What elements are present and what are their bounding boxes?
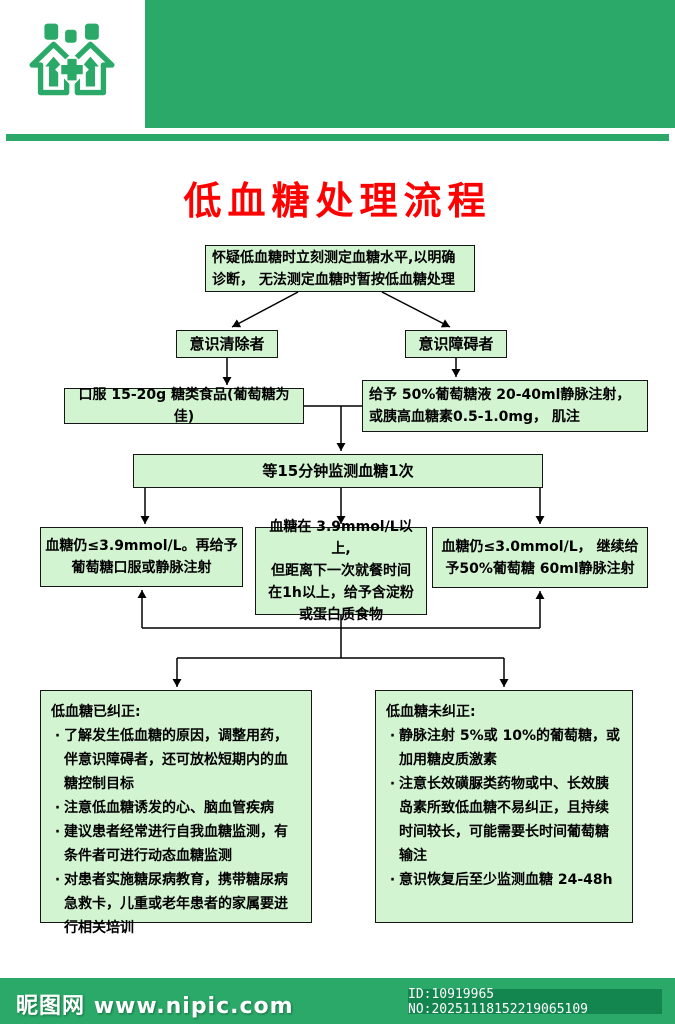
- site-name: 昵图网: [16, 994, 86, 1019]
- box-result-above-threshold-text: 血糖在 3.9mmol/L以上, 但距离下一次就餐时间 在1h以上，给予含淀粉 …: [268, 519, 414, 623]
- header-divider-strip: [6, 134, 669, 141]
- box-result-severe-low-text: 血糖仍≤3.0mmol/L， 继续给 予50%葡萄糖 60ml静脉注射: [441, 538, 639, 577]
- bullet-text: 注意低血糖诱发的心、脑血管疾病: [64, 800, 274, 816]
- box-conscious-text: 意识清除者: [189, 335, 265, 353]
- community-health-logo-icon: [29, 23, 115, 96]
- box-result-still-low: 血糖仍≤3.9mmol/L。再给予 葡萄糖口服或静脉注射: [40, 527, 243, 587]
- box-oral-sugar: 口服 15-20g 糖类食品(葡萄糖为佳): [64, 387, 304, 425]
- box-conscious: 意识清除者: [176, 330, 278, 358]
- box-monitor-text: 等15分钟监测血糖1次: [262, 462, 414, 480]
- bullet-item: · 了解发生低血糖的原因，调整用药，伴意识障碍者，还可放松短期内的血糖控制目标: [51, 724, 301, 796]
- header-green-banner: [145, 0, 675, 128]
- connector-suspect-to-conscious: [231, 291, 299, 328]
- bullet-item: · 静脉注射 5%或 10%的葡萄糖，或加用糖皮质激素: [386, 724, 622, 772]
- box-suspect-hypoglycemia: 怀疑低血糖时立刻测定血糖水平,以明确 诊断， 无法测定血糖时暂按低血糖处理: [205, 245, 475, 292]
- logo-panel: [0, 0, 145, 130]
- site-brand: 昵图网 www.nipic.com: [16, 988, 294, 1020]
- bullet-dot-icon: ·: [389, 728, 396, 744]
- bullet-item: · 建议患者经常进行自我血糖监测，有条件者可进行动态血糖监测: [51, 820, 301, 868]
- box-hypoglycemia-uncorrected: 低血糖未纠正: · 静脉注射 5%或 10%的葡萄糖，或加用糖皮质激素 · 注意…: [375, 690, 633, 923]
- uncorrected-title: 低血糖未纠正:: [386, 704, 476, 720]
- site-url: www.nipic.com: [93, 994, 294, 1019]
- bullet-item: · 意识恢复后至少监测血糖 24-48h: [386, 868, 622, 892]
- bullet-dot-icon: ·: [54, 728, 61, 744]
- bullet-item: · 注意长效磺脲类药物或中、长效胰岛素所致低血糖不易纠正，且持续时间较长，可能需…: [386, 772, 622, 868]
- bullet-text: 建议患者经常进行自我血糖监测，有条件者可进行动态血糖监测: [64, 824, 288, 864]
- corrected-title: 低血糖已纠正:: [51, 704, 141, 720]
- box-result-above-threshold: 血糖在 3.9mmol/L以上, 但距离下一次就餐时间 在1h以上，给予含淀粉 …: [255, 519, 427, 623]
- corrected-bullet-list: · 了解发生低血糖的原因，调整用药，伴意识障碍者，还可放松短期内的血糖控制目标 …: [51, 724, 301, 940]
- box-result-still-low-text: 血糖仍≤3.9mmol/L。再给予 葡萄糖口服或静脉注射: [45, 538, 238, 576]
- box-oral-sugar-text: 口服 15-20g 糖类食品(葡萄糖为佳): [78, 387, 290, 425]
- box-result-severe-low: 血糖仍≤3.0mmol/L， 继续给 予50%葡萄糖 60ml静脉注射: [432, 527, 648, 588]
- box-suspect-text: 怀疑低血糖时立刻测定血糖水平,以明确 诊断， 无法测定血糖时暂按低血糖处理: [212, 249, 456, 288]
- bullet-text: 注意长效磺脲类药物或中、长效胰岛素所致低血糖不易纠正，且持续时间较长，可能需要长…: [399, 776, 609, 864]
- box-iv-glucose-text: 给予 50%葡萄糖液 20-40ml静脉注射， 或胰高血糖素0.5-1.0mg，…: [369, 387, 631, 425]
- bullet-text: 了解发生低血糖的原因，调整用药，伴意识障碍者，还可放松短期内的血糖控制目标: [64, 728, 288, 792]
- uncorrected-bullet-list: · 静脉注射 5%或 10%的葡萄糖，或加用糖皮质激素 · 注意长效磺脲类药物或…: [386, 724, 622, 892]
- bullet-dot-icon: ·: [389, 776, 396, 792]
- image-id-badge: ID:10919965 NO:20251118152219065109: [408, 987, 662, 1017]
- bullet-item: · 对患者实施糖尿病教育，携带糖尿病急救卡，儿重或老年患者的家属要进行相关培训: [51, 868, 301, 940]
- box-iv-glucose: 给予 50%葡萄糖液 20-40ml静脉注射， 或胰高血糖素0.5-1.0mg，…: [362, 380, 648, 432]
- bullet-dot-icon: ·: [389, 872, 396, 888]
- box-monitor-15min: 等15分钟监测血糖1次: [133, 454, 543, 488]
- bullet-text: 对患者实施糖尿病教育，携带糖尿病急救卡，儿重或老年患者的家属要进行相关培训: [64, 872, 288, 936]
- box-impaired: 意识障碍者: [405, 330, 507, 358]
- bullet-dot-icon: ·: [54, 824, 61, 840]
- bullet-text: 静脉注射 5%或 10%的葡萄糖，或加用糖皮质激素: [399, 728, 621, 768]
- bullet-dot-icon: ·: [54, 872, 61, 888]
- box-impaired-text: 意识障碍者: [418, 335, 494, 353]
- bullet-dot-icon: ·: [54, 800, 61, 816]
- page-title: 低血糖处理流程: [183, 179, 492, 223]
- connector-suspect-to-impaired: [381, 291, 451, 328]
- bullet-item: · 注意低血糖诱发的心、脑血管疾病: [51, 796, 301, 820]
- box-hypoglycemia-corrected: 低血糖已纠正: · 了解发生低血糖的原因，调整用药，伴意识障碍者，还可放松短期内…: [40, 690, 312, 936]
- bullet-text: 意识恢复后至少监测血糖 24-48h: [399, 872, 613, 888]
